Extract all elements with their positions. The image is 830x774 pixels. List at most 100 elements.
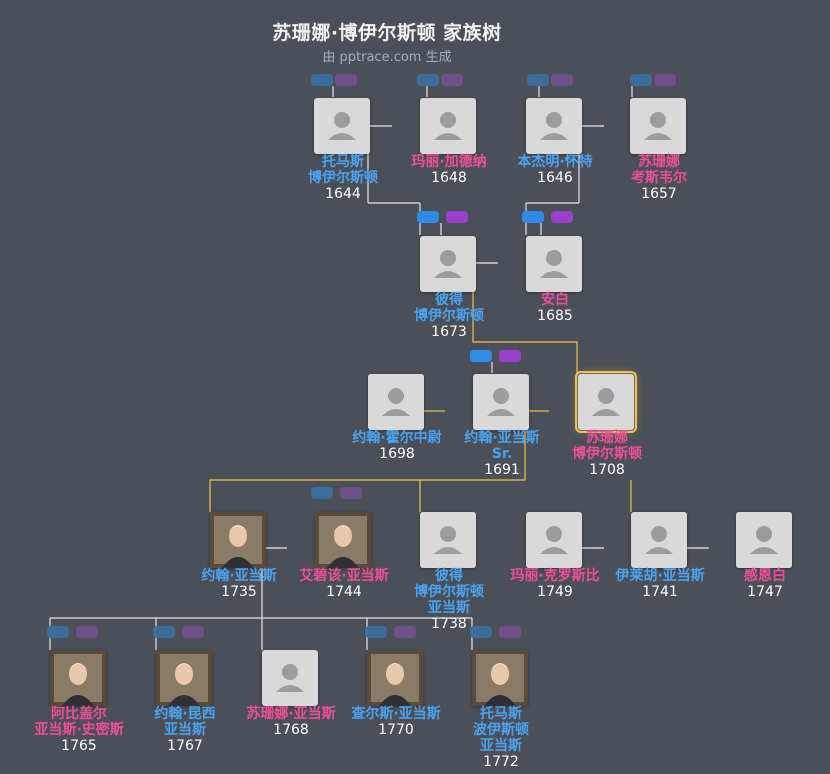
person-name: 感恩白	[744, 568, 786, 584]
expand-father-toggle[interactable]	[311, 74, 333, 86]
portrait-icon	[210, 512, 266, 568]
person-name: 安白	[541, 292, 569, 308]
person-silhouette-icon	[736, 512, 792, 568]
person-silhouette-icon	[630, 98, 686, 154]
expand-mother-toggle[interactable]	[654, 74, 676, 86]
expand-father-toggle[interactable]	[527, 74, 549, 86]
expand-mother-toggle[interactable]	[394, 626, 416, 638]
birth-year: 1735	[221, 584, 257, 600]
person-silhouette-icon	[420, 98, 476, 154]
expand-mother-toggle[interactable]	[340, 487, 362, 499]
expand-mother-toggle[interactable]	[335, 74, 357, 86]
person-name: 本杰明·怀特	[517, 154, 593, 170]
expand-father-toggle[interactable]	[417, 211, 439, 223]
birth-year: 1691	[484, 462, 520, 478]
expand-father-toggle[interactable]	[470, 626, 492, 638]
person-name: 彼得 博伊尔斯顿	[414, 292, 484, 324]
portrait-icon	[315, 512, 371, 568]
birth-year: 1708	[589, 462, 625, 478]
expand-father-toggle[interactable]	[630, 74, 652, 86]
expand-mother-toggle[interactable]	[182, 626, 204, 638]
birth-year: 1767	[167, 738, 203, 754]
portrait-icon	[367, 650, 423, 706]
person-name: 查尔斯·亚当斯	[351, 706, 441, 722]
portrait-icon	[472, 650, 528, 706]
expand-father-toggle[interactable]	[47, 626, 69, 638]
birth-year: 1685	[537, 308, 573, 324]
person-name: 约翰·昆西 亚当斯	[154, 706, 216, 738]
person-name: 托马斯 波伊斯顿 亚当斯	[473, 706, 529, 754]
birth-year: 1747	[747, 584, 783, 600]
expand-mother-toggle[interactable]	[441, 74, 463, 86]
person-name: 彼得 博伊尔斯顿 亚当斯	[414, 568, 484, 616]
expand-mother-toggle[interactable]	[499, 350, 521, 362]
person-name: 约翰·霍尔中尉	[352, 430, 442, 446]
person-silhouette-icon	[526, 512, 582, 568]
expand-mother-toggle[interactable]	[446, 211, 468, 223]
person-label: 约翰·亚当斯 Sr.1691	[437, 430, 567, 478]
expand-father-toggle[interactable]	[153, 626, 175, 638]
birth-year: 1673	[431, 324, 467, 340]
person-silhouette-icon	[420, 236, 476, 292]
birth-year: 1770	[378, 722, 414, 738]
person-silhouette-icon	[631, 512, 687, 568]
person-name: 阿比盖尔 亚当斯·史密斯	[34, 706, 124, 738]
birth-year: 1657	[641, 186, 677, 202]
birth-year: 1648	[431, 170, 467, 186]
birth-year: 1749	[537, 584, 573, 600]
expand-mother-toggle[interactable]	[76, 626, 98, 638]
birth-year: 1646	[537, 170, 573, 186]
person-silhouette-icon	[420, 512, 476, 568]
expand-father-toggle[interactable]	[522, 211, 544, 223]
person-name: 玛丽·加德纳	[411, 154, 487, 170]
expand-mother-toggle[interactable]	[499, 626, 521, 638]
person-silhouette-icon	[526, 98, 582, 154]
person-name: 玛丽·克罗斯比	[510, 568, 600, 584]
birth-year: 1744	[326, 584, 362, 600]
person-name: 苏珊娜·亚当斯	[246, 706, 336, 722]
person-silhouette-icon	[575, 371, 637, 433]
person-silhouette-icon	[314, 98, 370, 154]
expand-father-toggle[interactable]	[417, 74, 439, 86]
expand-mother-toggle[interactable]	[551, 211, 573, 223]
portrait-icon	[156, 650, 212, 706]
person-silhouette-icon	[262, 650, 318, 706]
person-name: 艾碧该·亚当斯	[299, 568, 389, 584]
person-name: 苏珊娜 考斯韦尔	[631, 154, 687, 186]
person-name: 伊莱胡·亚当斯	[615, 568, 705, 584]
page-subtitle: 由 pptrace.com 生成	[322, 50, 452, 65]
person-silhouette-icon	[368, 374, 424, 430]
person-name: 约翰·亚当斯 Sr.	[464, 430, 540, 462]
person-silhouette-icon	[526, 236, 582, 292]
expand-mother-toggle[interactable]	[551, 74, 573, 86]
portrait-icon	[50, 650, 106, 706]
expand-father-toggle[interactable]	[470, 350, 492, 362]
expand-father-toggle[interactable]	[311, 487, 333, 499]
birth-year: 1772	[483, 754, 519, 770]
person-name: 约翰·亚当斯	[201, 568, 277, 584]
birth-year: 1644	[325, 186, 361, 202]
person-name: 托马斯 博伊尔斯顿	[308, 154, 378, 186]
page-title: 苏珊娜·博伊尔斯顿 家族树	[272, 22, 502, 44]
birth-year: 1738	[431, 616, 467, 632]
person-silhouette-icon	[473, 374, 529, 430]
expand-father-toggle[interactable]	[365, 626, 387, 638]
birth-year: 1765	[61, 738, 97, 754]
person-name: 苏珊娜 博伊尔斯顿	[572, 430, 642, 462]
